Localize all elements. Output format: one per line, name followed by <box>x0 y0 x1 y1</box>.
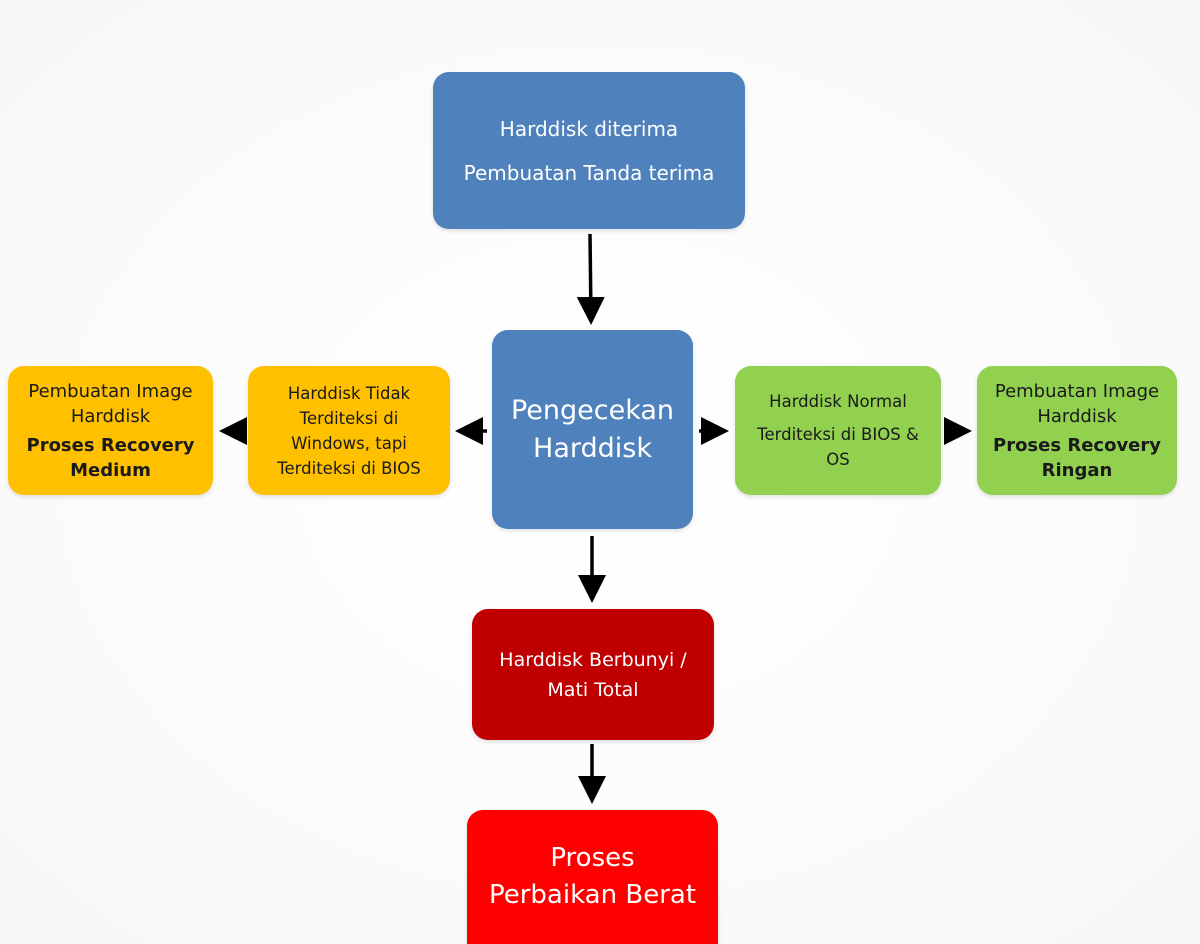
node-received-line2: Pembuatan Tanda terima <box>463 160 715 185</box>
node-harddisk-noisy-dead: Harddisk Berbunyi / Mati Total <box>472 609 714 740</box>
node-not-detected-line1: Harddisk Tidak <box>287 383 411 403</box>
node-light-line3: Proses Recovery <box>993 434 1161 456</box>
node-noisy-line1: Harddisk Berbunyi / <box>499 648 687 671</box>
node-received-line1: Harddisk diterima <box>499 116 679 141</box>
node-check-line2: Harddisk <box>533 432 652 464</box>
arrow-received-to-check <box>576 233 605 325</box>
node-not-detected-in-windows: Harddisk Tidak Terditeksi di Windows, ta… <box>248 366 450 495</box>
node-medium-recovery: Pembuatan Image Harddisk Proses Recovery… <box>8 366 213 495</box>
node-normal-line2: Terditeksi di BIOS & <box>757 425 919 444</box>
node-normal-line3: OS <box>826 450 850 469</box>
node-check-line1: Pengecekan <box>510 394 675 426</box>
node-light-recovery: Pembuatan Image Harddisk Proses Recovery… <box>977 366 1177 495</box>
node-light-line4: Ringan <box>1041 459 1113 481</box>
node-harddisk-check: Pengecekan Harddisk <box>492 330 693 529</box>
node-medium-line3: Proses Recovery <box>26 434 195 456</box>
node-heavy-repair: Proses Perbaikan Berat <box>467 810 718 944</box>
node-noisy-line2: Mati Total <box>547 678 639 701</box>
node-not-detected-line2: Terditeksi di <box>299 408 399 428</box>
node-light-line2: Harddisk <box>1037 405 1117 427</box>
node-normal-line1: Harddisk Normal <box>769 392 907 411</box>
node-heavy-line1: Proses <box>550 843 635 873</box>
node-not-detected-line3: Windows, tapi <box>291 433 407 453</box>
node-harddisk-received: Harddisk diterima Pembuatan Tanda terima <box>433 72 745 229</box>
node-medium-line1: Pembuatan Image <box>28 380 193 402</box>
node-medium-line2: Harddisk <box>70 405 151 427</box>
node-not-detected-line4: Terditeksi di BIOS <box>277 458 421 478</box>
node-heavy-line2: Perbaikan Berat <box>488 880 697 910</box>
node-light-line1: Pembuatan Image <box>994 380 1160 402</box>
node-harddisk-normal: Harddisk Normal Terditeksi di BIOS & OS <box>735 366 941 495</box>
node-medium-line4: Medium <box>70 459 151 481</box>
